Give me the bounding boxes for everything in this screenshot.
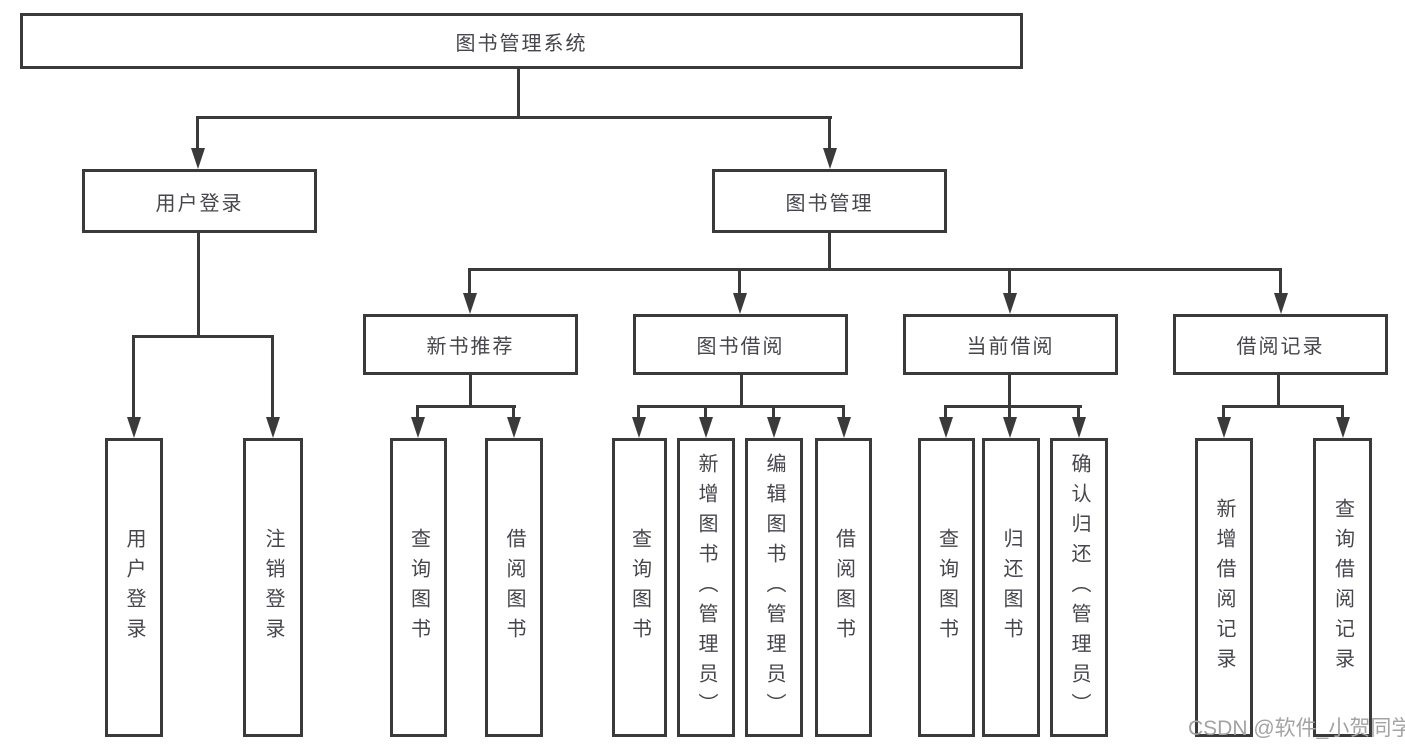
leaf-cb-confirm-return: 确认归还（管理员） [1050,438,1108,737]
leaf-nbr-borrow-book: 借阅图书 [485,438,543,737]
arrowhead-icon [127,417,141,438]
leaf-br-query-record: 查询借阅记录 [1313,438,1372,737]
node-current-borrow: 当前借阅 [903,314,1118,375]
leaf-br-add-record-label: 新增借阅记录 [1213,497,1235,678]
arrowhead-icon [463,293,477,314]
connector-line [1008,268,1011,294]
csdn-watermark: CSDN @软件_小贺同学 [1188,717,1405,740]
leaf-bb-edit-book-label: 编辑图书（管理员） [763,452,785,723]
connector-line [1008,405,1011,419]
arrowhead-icon [632,417,646,438]
connector-line [738,268,741,294]
arrowhead-icon [1217,417,1231,438]
connector-line [416,405,419,419]
connector-line [1277,375,1280,408]
arrowhead-icon [1274,293,1288,314]
leaf-cb-return-book: 归还图书 [982,438,1040,737]
connector-line [1222,405,1225,419]
arrowhead-icon [767,417,781,438]
connector-line [1008,375,1011,408]
arrowhead-icon [939,417,953,438]
connector-line [772,405,775,419]
leaf-cb-query-book-label: 查询图书 [935,527,958,648]
connector-line [704,405,707,419]
node-borrow-records-label: 借阅记录 [1236,336,1325,358]
connector-line [416,405,516,408]
node-root-label: 图书管理系统 [455,32,588,55]
leaf-logout-label: 注销登录 [262,527,284,648]
connector-line [828,116,831,149]
arrowhead-icon [191,148,205,169]
leaf-bb-add-book-label: 新增图书（管理员） [695,452,717,723]
node-user-login-label: 用户登录 [155,192,244,215]
node-book-borrow-label: 图书借阅 [696,336,785,358]
connector-line [196,116,199,149]
arrowhead-icon [266,417,280,438]
node-book-management-label: 图书管理 [785,192,874,215]
node-borrow-records: 借阅记录 [1173,314,1388,375]
connector-line [196,116,832,119]
arrowhead-icon [1003,417,1017,438]
leaf-bb-borrow-book-label: 借阅图书 [832,527,855,648]
leaf-nbr-borrow-book-label: 借阅图书 [503,527,525,648]
leaf-cb-return-book-label: 归还图书 [1000,527,1022,648]
connector-line [1077,405,1080,419]
connector-line [828,233,831,271]
connector-line [637,405,640,419]
connector-line [842,405,845,419]
leaf-user-login: 用户登录 [105,438,163,737]
connector-line [197,233,200,338]
arrowhead-icon [733,293,747,314]
arrowhead-icon [1003,293,1017,314]
connector-line [740,375,743,408]
arrowhead-icon [837,417,851,438]
connector-line [271,335,274,419]
node-book-borrow: 图书借阅 [633,314,848,375]
connector-line [469,375,472,408]
leaf-bb-edit-book: 编辑图书（管理员） [745,438,803,737]
leaf-br-query-record-label: 查询借阅记录 [1331,497,1354,678]
leaf-cb-query-book: 查询图书 [918,438,975,737]
leaf-br-add-record: 新增借阅记录 [1195,438,1253,737]
node-root: 图书管理系统 [20,13,1023,69]
leaf-nbr-query-book: 查询图书 [390,438,447,737]
leaf-bb-query-book-label: 查询图书 [628,527,651,648]
arrowhead-icon [1336,417,1350,438]
connector-line [1279,268,1282,294]
connector-line [1341,405,1344,419]
leaf-bb-query-book: 查询图书 [612,438,667,737]
connector-line [468,268,471,294]
connector-line [1222,405,1344,408]
node-book-management: 图书管理 [712,169,947,233]
connector-line [468,268,1282,271]
connector-line [517,69,520,119]
connector-line [944,405,1082,408]
connector-line [512,405,515,419]
node-new-book-recommend-label: 新书推荐 [426,336,515,358]
leaf-cb-confirm-return-label: 确认归还（管理员） [1068,452,1090,723]
arrowhead-icon [699,417,713,438]
leaf-user-login-label: 用户登录 [123,527,145,648]
arrowhead-icon [1072,417,1086,438]
node-current-borrow-label: 当前借阅 [966,336,1055,358]
connector-line [132,335,135,419]
connector-line [132,335,274,338]
leaf-bb-borrow-book: 借阅图书 [815,438,872,737]
arrowhead-icon [507,417,521,438]
arrowhead-icon [411,417,425,438]
node-new-book-recommend: 新书推荐 [363,314,578,375]
leaf-bb-add-book: 新增图书（管理员） [677,438,735,737]
node-user-login: 用户登录 [82,169,317,233]
leaf-logout: 注销登录 [243,438,303,737]
arrowhead-icon [823,148,837,169]
connector-line [944,405,947,419]
leaf-nbr-query-book-label: 查询图书 [407,527,430,648]
connector-line [637,405,845,408]
